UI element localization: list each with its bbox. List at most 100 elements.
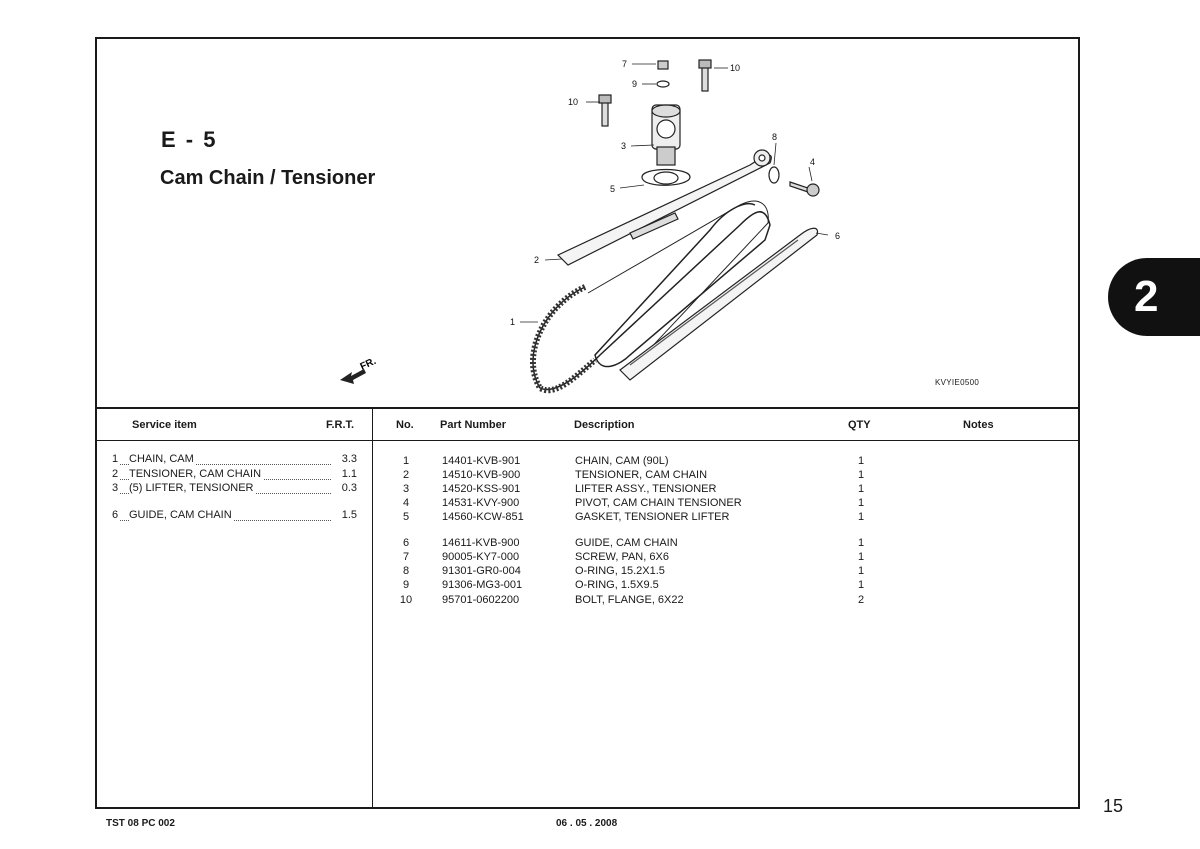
footer-date: 06 . 05 . 2008 <box>556 818 618 829</box>
part-number: 90005-KY7-000 <box>442 551 520 563</box>
section-code: E - 5 <box>161 127 218 152</box>
header-notes: Notes <box>963 419 994 431</box>
service-row: 3 (5) LIFTER, TENSIONER 0.3 <box>112 482 357 496</box>
callout-9: 9 <box>632 79 637 89</box>
service-row-frt: 1.5 <box>338 509 357 521</box>
service-row: 1 CHAIN, CAM 3.3 <box>112 453 357 467</box>
part-number: 14611-KVB-900 <box>442 537 520 549</box>
part-description: SCREW, PAN, 6X6 <box>575 551 669 563</box>
part-number: 14510-KVB-900 <box>442 469 521 481</box>
callout-1: 1 <box>510 317 515 327</box>
callout-10-right: 10 <box>730 63 740 73</box>
front-direction-label: FR. <box>359 358 378 373</box>
part-description: LIFTER ASSY., TENSIONER <box>575 483 717 495</box>
part-no: 6 <box>402 537 410 549</box>
part-qty: 1 <box>857 497 865 509</box>
table-row: 4 14531-KVY-900 PIVOT, CAM CHAIN TENSION… <box>380 497 880 511</box>
callout-10-left: 10 <box>568 97 578 107</box>
table-row: 2 14510-KVB-900 TENSIONER, CAM CHAIN 1 <box>380 469 880 483</box>
bolt-left <box>601 101 609 127</box>
o-ring-small <box>656 80 670 88</box>
part-no: 10 <box>399 594 413 606</box>
service-row-text: GUIDE, CAM CHAIN <box>129 509 234 521</box>
header-description: Description <box>574 419 635 431</box>
part-qty: 1 <box>857 579 865 591</box>
bolt-right <box>701 66 709 92</box>
part-no: 9 <box>402 579 410 591</box>
part-qty: 1 <box>857 483 865 495</box>
callout-6: 6 <box>835 231 840 241</box>
table-divider <box>372 407 373 809</box>
table-top-rule <box>96 407 1080 409</box>
page-number: 15 <box>1103 796 1124 816</box>
part-description: CHAIN, CAM (90L) <box>575 455 669 467</box>
part-number: 91306-MG3-001 <box>442 579 523 591</box>
header-no: No. <box>396 419 414 431</box>
header-service-item: Service item <box>132 419 197 431</box>
table-row: 6 14611-KVB-900 GUIDE, CAM CHAIN 1 <box>380 537 880 551</box>
header-frt: F.R.T. <box>326 419 355 431</box>
service-row-num: 1 <box>112 453 121 465</box>
service-row-text: TENSIONER, CAM CHAIN <box>129 468 264 480</box>
table-row: 8 91301-GR0-004 O-RING, 15.2X1.5 1 <box>380 565 880 579</box>
part-no: 7 <box>402 551 410 563</box>
part-no: 3 <box>402 483 410 495</box>
table-row: 7 90005-KY7-000 SCREW, PAN, 6X6 1 <box>380 551 880 565</box>
callout-7: 7 <box>622 59 627 69</box>
service-row: 2 TENSIONER, CAM CHAIN 1.1 <box>112 468 357 482</box>
diagram-code: KVYIE0500 <box>935 378 980 387</box>
table-row: 3 14520-KSS-901 LIFTER ASSY., TENSIONER … <box>380 483 880 497</box>
chain-guide <box>619 227 819 381</box>
footer-doc-code: TST 08 PC 002 <box>106 818 175 829</box>
front-direction-arrow-icon: FR. <box>340 358 378 384</box>
part-qty: 1 <box>857 565 865 577</box>
service-row-num: 2 <box>112 468 121 480</box>
part-qty: 1 <box>857 469 865 481</box>
part-description: O-RING, 1.5X9.5 <box>575 579 659 591</box>
part-no: 1 <box>402 455 410 467</box>
service-row-frt: 1.1 <box>338 468 357 480</box>
part-qty: 1 <box>857 455 865 467</box>
part-number: 14401-KVB-901 <box>442 455 521 467</box>
service-row-frt: 3.3 <box>338 453 357 465</box>
service-row-num: 3 <box>112 482 121 494</box>
service-row-text: (5) LIFTER, TENSIONER <box>129 482 256 494</box>
part-no: 5 <box>402 511 410 523</box>
part-number: 14531-KVY-900 <box>442 497 520 509</box>
service-row: 6 GUIDE, CAM CHAIN 1.5 <box>112 509 357 523</box>
service-row-text: CHAIN, CAM <box>129 453 196 465</box>
table-row: 9 91306-MG3-001 O-RING, 1.5X9.5 1 <box>380 579 880 593</box>
table-row: 5 14560-KCW-851 GASKET, TENSIONER LIFTER… <box>380 511 880 525</box>
header-qty: QTY <box>848 419 871 431</box>
table-row: 1 14401-KVB-901 CHAIN, CAM (90L) 1 <box>380 455 880 469</box>
service-row-frt: 0.3 <box>338 482 357 494</box>
part-number: 14560-KCW-851 <box>442 511 524 523</box>
part-qty: 1 <box>857 537 865 549</box>
part-description: GASKET, TENSIONER LIFTER <box>575 511 730 523</box>
part-no: 8 <box>402 565 410 577</box>
part-description: TENSIONER, CAM CHAIN <box>575 469 708 481</box>
callout-5: 5 <box>610 184 615 194</box>
part-qty: 1 <box>857 551 865 563</box>
part-description: BOLT, FLANGE, 6X22 <box>575 594 684 606</box>
callout-8: 8 <box>772 132 777 142</box>
chapter-tab: 2 <box>1108 258 1200 336</box>
screw <box>657 60 669 70</box>
part-number: 91301-GR0-004 <box>442 565 521 577</box>
part-description: GUIDE, CAM CHAIN <box>575 537 678 549</box>
part-description: PIVOT, CAM CHAIN TENSIONER <box>575 497 742 509</box>
service-row-num: 6 <box>112 509 121 521</box>
part-no: 4 <box>402 497 410 509</box>
callout-4: 4 <box>810 157 815 167</box>
part-no: 2 <box>402 469 410 481</box>
part-qty: 2 <box>857 594 865 606</box>
pivot <box>789 181 809 193</box>
part-qty: 1 <box>857 511 865 523</box>
section-title: Cam Chain / Tensioner <box>160 167 376 189</box>
callout-2: 2 <box>534 255 539 265</box>
table-header-rule <box>96 440 1080 441</box>
part-number: 14520-KSS-901 <box>442 483 521 495</box>
o-ring-large <box>768 166 780 184</box>
callout-3: 3 <box>621 141 626 151</box>
header-part-number: Part Number <box>440 419 507 431</box>
